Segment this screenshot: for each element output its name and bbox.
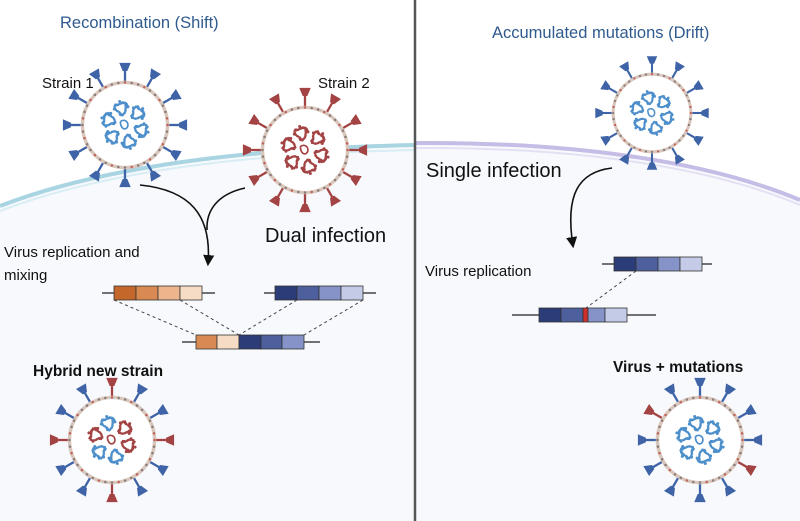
- single-infection-label: Single infection: [426, 160, 562, 182]
- strain2-label: Strain 2: [318, 75, 370, 92]
- replication-guide: [585, 270, 637, 309]
- gene-segment-icon: [182, 334, 320, 350]
- gene-segment-icon: [102, 285, 215, 301]
- cell-left: [0, 145, 415, 521]
- virus-icon: [49, 377, 175, 503]
- gene-segment-icon: [512, 307, 656, 323]
- arrow-icon: [139, 184, 215, 267]
- mutation-mark: [582, 307, 589, 323]
- virus-replication-label: Virus replication: [425, 263, 531, 280]
- virus-icon: [242, 87, 368, 213]
- right-panel-title: Accumulated mutations (Drift): [492, 24, 709, 42]
- cell-membrane-left: [0, 143, 416, 208]
- gene-segment-icon: [264, 285, 376, 301]
- replication-label-line1: Virus replication and: [4, 244, 140, 261]
- dual-infection-label: Dual infection: [265, 225, 386, 247]
- mixing-guides: [113, 299, 364, 336]
- arrow-icon: [206, 187, 246, 231]
- arrow-icon: [566, 167, 613, 249]
- virus-icon: [62, 62, 188, 188]
- cell-membrane-right: [414, 140, 800, 202]
- gene-segment-icon: [602, 256, 712, 272]
- hybrid-strain-label: Hybrid new strain: [33, 363, 163, 380]
- replication-label-line2: mixing: [4, 267, 47, 284]
- strain1-label: Strain 1: [42, 75, 94, 92]
- virus-icon: [637, 377, 763, 503]
- mutations-label: Virus + mutations: [613, 359, 743, 376]
- left-panel-title: Recombination (Shift): [60, 14, 219, 32]
- virus-icon: [595, 56, 709, 170]
